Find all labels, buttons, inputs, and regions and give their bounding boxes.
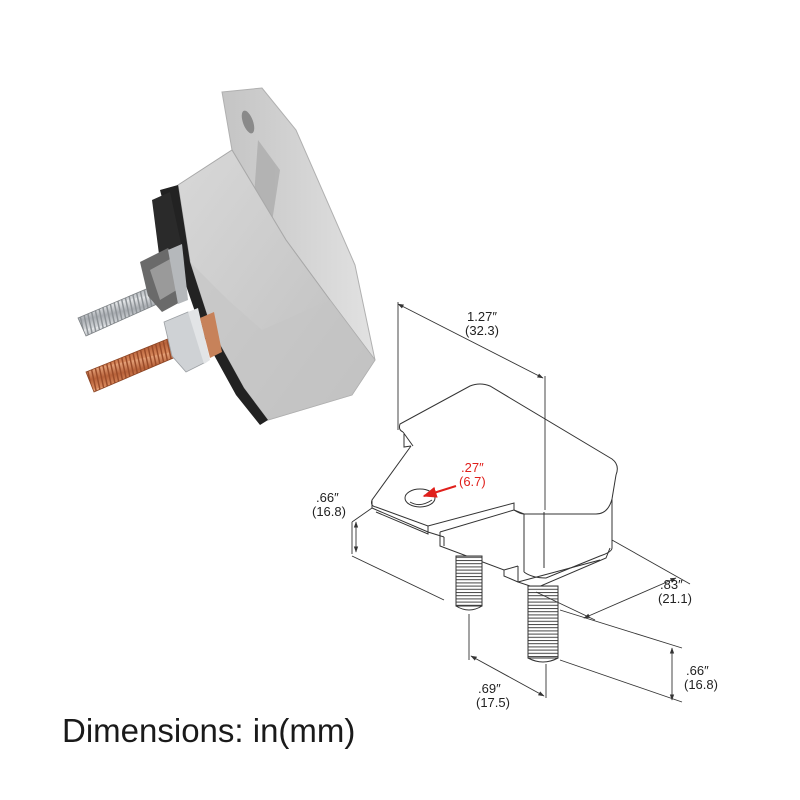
dim-line-overall-length: [397, 303, 544, 379]
dim-value-inches: .27″: [461, 460, 484, 475]
mounting-hole: [404, 488, 436, 508]
dim-value-inches: .69″: [478, 681, 501, 696]
dim-value-mm: (32.3): [465, 323, 499, 338]
extension-lines: [351, 302, 691, 703]
dim-value-inches: .66″: [686, 663, 709, 678]
dim-value-mm: (6.7): [459, 474, 486, 489]
dim-value-mm: (17.5): [476, 695, 510, 710]
dim-value-mm: (21.1): [658, 591, 692, 606]
dim-value-inches: 1.27″: [467, 309, 497, 324]
stud-left: [455, 555, 483, 607]
dim-value-mm: (16.8): [312, 504, 346, 519]
dim-value-mm: (16.8): [684, 677, 718, 692]
flange-edges: [371, 500, 515, 538]
dim-label-stud-length: .66″ (16.8): [684, 664, 718, 692]
units-caption: Dimensions: in(mm): [62, 712, 356, 749]
silver-stud: [77, 244, 188, 337]
dimension-lines: [353, 303, 677, 701]
dim-label-flange-height: .66″ (16.8): [312, 491, 346, 519]
dim-label-overall-length: 1.27″ (32.3): [452, 310, 512, 338]
dim-label-hole-diameter: .27″ (6.7): [459, 461, 486, 489]
body-top-face: [371, 383, 618, 527]
housing: [177, 149, 376, 421]
dim-line-body-width: [583, 577, 677, 619]
hole-callout-arrow: [422, 485, 457, 498]
copper-stud: [85, 308, 222, 393]
dim-line-stud-spacing: [470, 655, 545, 697]
dim-value-inches: .83″: [660, 577, 683, 592]
dim-label-stud-spacing: .69″ (17.5): [476, 682, 510, 710]
dim-value-inches: .66″: [316, 490, 339, 505]
dim-label-body-width: .83″ (21.1): [658, 578, 692, 606]
flange-hole: [241, 110, 255, 134]
stud-right: [527, 585, 559, 659]
terminal-studs: [455, 555, 559, 663]
